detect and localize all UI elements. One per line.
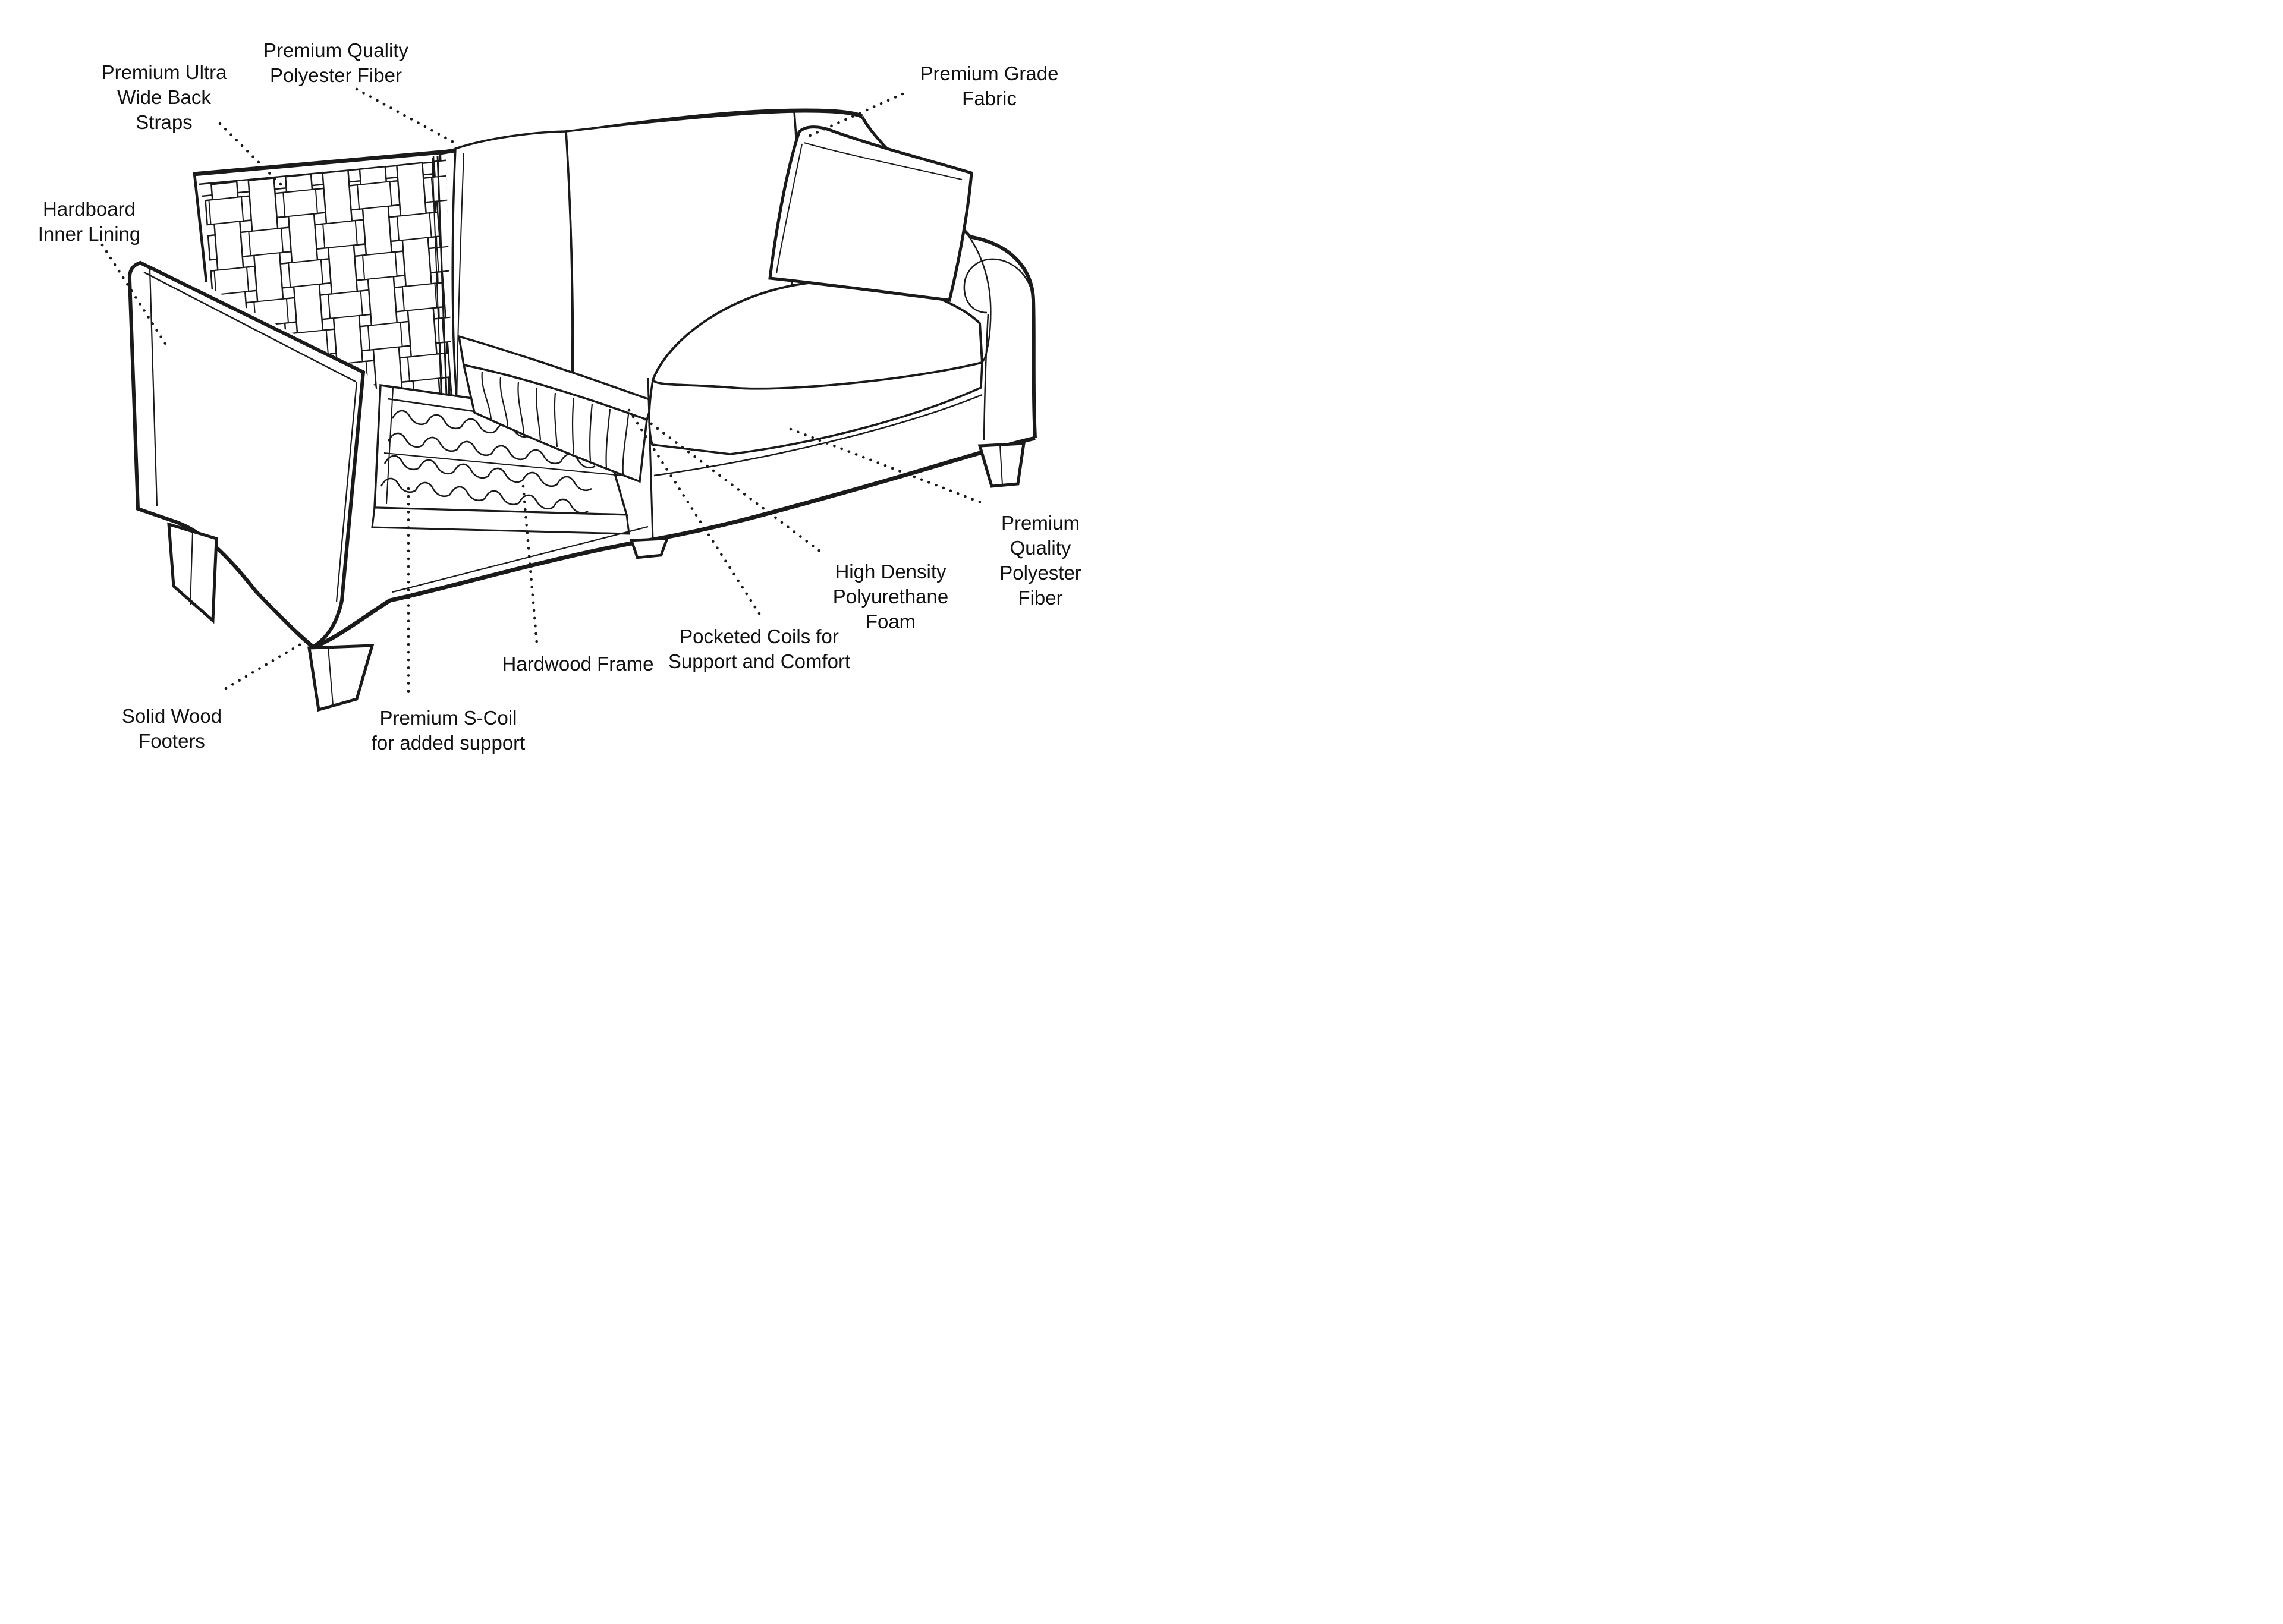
foot-rear-left: [169, 524, 216, 621]
foot-right-crease: [1000, 445, 1002, 485]
arm-roll-outer: [969, 237, 1035, 438]
cutaway-cushion: [459, 336, 653, 481]
back-cut-edge-inner: [432, 158, 442, 410]
frame-stretcher-rail: [202, 174, 436, 196]
leader-grade-fabric: [807, 94, 902, 137]
sofa-feet: [169, 443, 1024, 710]
leader-pocketed-coils: [629, 410, 762, 618]
label-back-straps: Premium Ultra Wide Back Straps: [101, 61, 227, 133]
back-cushion-crease: [457, 153, 464, 407]
left-arm: [130, 263, 363, 647]
pocketed-coils-stripes: [482, 372, 628, 474]
platform-seam: [654, 395, 982, 476]
pillow: [770, 127, 971, 300]
arm-inner-front-line: [337, 382, 357, 602]
arm-body: [130, 263, 363, 647]
frame-left-edge: [194, 174, 206, 282]
leader-lines: [102, 89, 982, 697]
label-wood-footers: Solid Wood Footers: [121, 705, 222, 752]
label-grade-fabric: Premium Grade Fabric: [920, 62, 1059, 109]
leader-polyester-fiber-top: [357, 89, 457, 144]
leader-wood-footers: [226, 642, 304, 688]
right-arm: [964, 237, 1035, 440]
arm-seat-crease: [969, 237, 990, 363]
frame-front-rail: [372, 508, 629, 534]
pillow-piping-top: [804, 143, 962, 180]
arm-top-strip-line: [144, 272, 356, 382]
arm-left-strip-line: [150, 269, 157, 506]
label-s-coil: Premium S-Coil for added support: [371, 707, 526, 754]
deck-mid-stretcher: [384, 453, 623, 476]
foot-rear-left-crease: [190, 531, 193, 605]
seat-cushion: [649, 281, 982, 476]
leader-back-straps: [220, 124, 284, 188]
arm-roll-curl: [964, 259, 1033, 313]
leader-hardwood-frame: [523, 486, 537, 644]
leader-hd-foam: [645, 419, 825, 555]
frame-top-inner: [199, 162, 433, 184]
label-polyester-fiber-right: Premium Quality Polyester Fiber: [999, 512, 1081, 609]
sofa-construction-diagram: Premium Quality Polyester Fiber Premium …: [0, 0, 1142, 812]
frame-front-face-seam: [392, 527, 648, 592]
arm-front-crease: [984, 314, 988, 440]
back-cut-edge: [438, 156, 447, 411]
label-hardwood-frame: Hardwood Frame: [502, 653, 654, 675]
foot-middle: [631, 539, 667, 558]
back-right-edge: [862, 117, 970, 237]
pillow-piping-left: [776, 144, 802, 273]
label-hd-foam: High Density Polyurethane Foam: [832, 561, 949, 632]
seat-cushion-front: [649, 363, 982, 454]
label-pocketed-coils: Pocketed Coils for Support and Comfort: [668, 625, 851, 672]
frame-top-edge: [193, 152, 441, 174]
leader-polyester-fiber-right: [791, 429, 982, 503]
sofa-cutaway-illustration: [0, 0, 1142, 812]
foot-front-left: [309, 646, 372, 710]
label-polyester-fiber-top: Premium Quality Polyester Fiber: [263, 39, 408, 86]
foot-front-left-crease: [328, 647, 333, 705]
deck-left-rail: [386, 388, 393, 504]
label-hardboard: Hardboard Inner Lining: [37, 198, 141, 245]
